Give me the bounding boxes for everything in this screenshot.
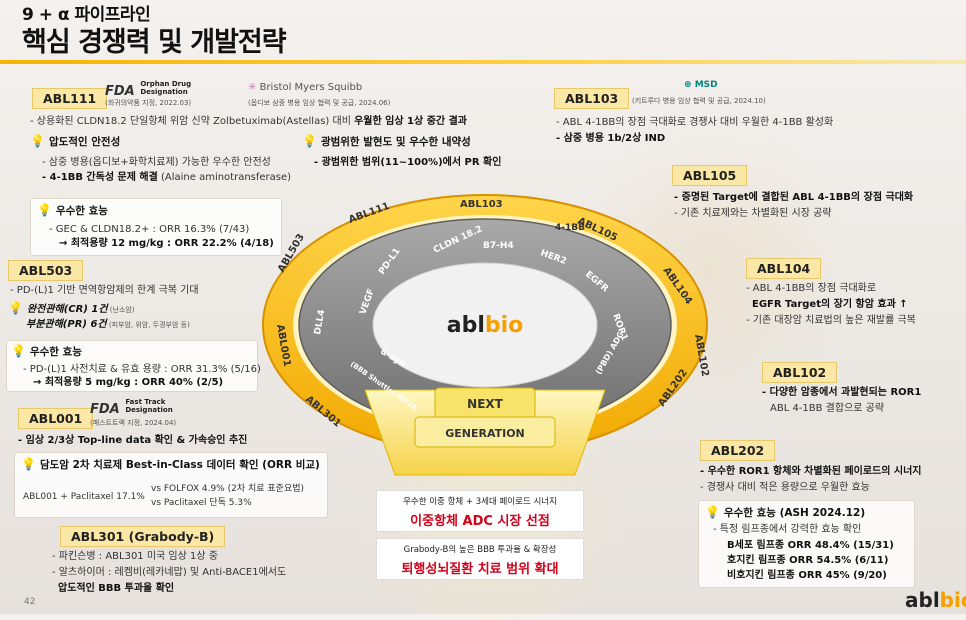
abl102-line2: ABL 4-1BB 결합으로 공략: [770, 403, 885, 414]
tag-abl103: ABL103: [554, 88, 630, 109]
outer-label-abl103: ABL103: [460, 199, 503, 210]
abl301-line1: - 파킨슨병 : ABL301 미국 임상 1상 중: [52, 551, 218, 562]
fda-logo: FDA Fast Track Designation: [90, 398, 173, 417]
lightbulb-icon: 💡: [30, 134, 45, 148]
ablbio-logo: ablbio: [447, 313, 524, 338]
abl103-line2: - 삼중 병용 1b/2상 IND: [556, 133, 666, 144]
fda-logo: FDA Orphan Drug Designation: [105, 80, 192, 99]
inner-label-b7h4: B7-H4: [483, 241, 514, 251]
abl503-response-box: 💡완전관해(CR) 1건 (난소암) 부분관해(PR) 6건 (피부암, 위암,…: [8, 301, 190, 331]
bms-note: (옵디보 삼중 병용 임상 협력 및 공급, 2024.06): [248, 99, 391, 107]
tag-abl111: ABL111: [32, 88, 108, 109]
abl104-line2: EGFR Target의 장기 항암 효과 ↑: [752, 299, 908, 310]
callout-adc: 우수한 이중 항체 + 3세대 페이로드 시너지 이중항체 ADC 시장 선점: [376, 490, 584, 532]
abl105-line1: - 증명된 Target에 결합된 ABL 4-1BB의 장점 극대화: [674, 192, 914, 203]
callout-bbb: Grabody-B의 높은 BBB 투과율 & 확장성 퇴행성뇌질환 치료 범위…: [376, 538, 584, 580]
tag-abl001: ABL001: [18, 408, 94, 429]
page-subtitle: 9 + α 파이프라인: [22, 5, 151, 25]
abl202-line2: - 경쟁사 대비 적은 용량으로 우월한 효능: [700, 482, 870, 493]
tag-abl202: ABL202: [700, 440, 776, 461]
abl001-comparison-box: 💡담도암 2차 치료제 Best-in-Class 데이터 확인 (ORR 비교…: [14, 452, 328, 518]
label-4-1bb: 4-1BB: [555, 223, 585, 233]
tag-abl102: ABL102: [762, 362, 838, 383]
abl104-line3: - 기존 대장암 치료법의 높은 재발률 극복: [746, 315, 916, 326]
tag-abl301: ABL301 (Grabody-B): [60, 526, 226, 547]
lightbulb-icon: 💡: [11, 344, 26, 358]
abl111-safety-box: 💡압도적인 안전성 - 삼중 병용(옵디보+화학치료제) 가능한 우수한 안전성…: [30, 134, 292, 183]
msd-note: (키트루다 병용 임상 협력 및 공급, 2024.10): [632, 97, 766, 105]
bms-logo: ✳ Bristol Myers Squibb: [248, 82, 363, 93]
tag-abl105: ABL105: [672, 165, 748, 186]
abl111-efficacy-box: 💡우수한 효능 - GEC & CLDN18.2+ : ORR 16.3% (7…: [30, 198, 282, 256]
lightbulb-icon: 💡: [37, 203, 52, 217]
page-title: 핵심 경쟁력 및 개발전략: [22, 27, 287, 58]
abl111-range-box: 💡광범위한 발현도 및 우수한 내약성 - 광범위한 범위(11~100%)에서…: [302, 134, 502, 168]
abl301-line3: 압도적인 BBB 투과율 확인: [58, 583, 175, 594]
tag-abl104: ABL104: [746, 258, 822, 279]
generation-box: [414, 416, 556, 448]
abl111-line1: - 상용화된 CLDN18.2 단일항체 위암 신약 Zolbetuximab(…: [30, 116, 467, 127]
abl001-line1: - 임상 2/3상 Top-line data 확인 & 가속승인 추진: [18, 435, 248, 446]
abl105-line2: - 기존 치료제와는 차별화된 시장 공략: [674, 208, 832, 219]
center-disc: [372, 262, 598, 388]
abl104-line1: - ABL 4-1BB의 장점 극대화로: [746, 283, 877, 294]
msd-logo: ⊕ MSD: [684, 80, 718, 90]
inner-label-dll4: DLL4: [313, 309, 327, 336]
lightbulb-icon: 💡: [8, 301, 23, 315]
fda-note: (희귀의약품 지정, 2022.03): [105, 99, 192, 107]
abl503-efficacy-box: 💡우수한 효능 - PD-(L)1 사전치료 & 유효 용량 : ORR 31.…: [6, 340, 261, 392]
lightbulb-icon: 💡: [302, 134, 317, 148]
lightbulb-icon: 💡: [21, 457, 36, 471]
abl202-efficacy-box: 💡우수한 효능 (ASH 2024.12) - 특정 림프종에서 강력한 효능 …: [698, 500, 915, 588]
abl102-line1: - 다양한 암종에서 과발현되는 ROR1: [762, 387, 922, 398]
ablbio-footer-logo: ablbio: [905, 588, 966, 612]
abl202-line1: - 우수한 ROR1 항체와 차별화된 페이로드의 시너지: [700, 466, 922, 477]
abl103-line1: - ABL 4-1BB의 장점 극대화로 경쟁사 대비 우월한 4-1BB 활성…: [556, 117, 834, 128]
title-underline: [0, 60, 966, 64]
next-label: NEXT: [467, 397, 503, 411]
abl301-line2: - 알츠하이머 : 레켐비(레카네맙) 및 Anti-BACE1에서도: [52, 567, 287, 578]
lightbulb-icon: 💡: [705, 505, 720, 519]
pipeline-wheel: NEXT GENERATION ablbio 4-1BB ABL111 ABL1…: [262, 194, 710, 476]
page-number: 42: [24, 597, 36, 607]
fda-fasttrack-note: (패스트트랙 지정, 2024.04): [90, 419, 177, 427]
generation-label: GENERATION: [445, 427, 525, 440]
tag-abl503: ABL503: [8, 260, 84, 281]
abl503-line1: - PD-(L)1 기반 면역항암제의 한계 극복 기대: [10, 285, 199, 296]
